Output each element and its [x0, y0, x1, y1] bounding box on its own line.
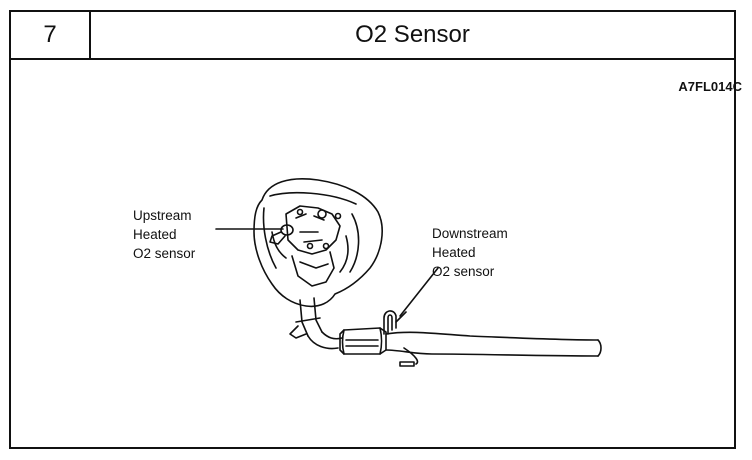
step-number: 7 [11, 12, 91, 58]
downstream-label-line-3: O2 sensor [432, 264, 495, 279]
header-row: 7 O2 Sensor [11, 12, 734, 60]
downstream-label-line-2: Heated [432, 245, 476, 260]
page-title: O2 Sensor [355, 21, 470, 48]
upstream-label-line-3: O2 sensor [133, 246, 196, 261]
downstream-sensor-drawing [383, 310, 407, 335]
downstream-leader-line [399, 267, 439, 317]
downstream-sensor-label: Downstream Heated O2 sensor [432, 224, 508, 281]
downstream-label-line-1: Downstream [432, 226, 508, 241]
upstream-sensor-label: Upstream Heated O2 sensor [133, 206, 195, 263]
page-frame: 7 O2 Sensor [9, 10, 736, 449]
downpipe-drawing [289, 297, 343, 350]
tail-pipe-drawing [385, 331, 602, 367]
catalytic-converter-drawing [339, 327, 387, 355]
engine-manifold-drawing [253, 178, 383, 308]
upstream-label-line-1: Upstream [133, 208, 192, 223]
figure-code: A7FL014C [678, 79, 742, 94]
upstream-label-line-2: Heated [133, 227, 177, 242]
